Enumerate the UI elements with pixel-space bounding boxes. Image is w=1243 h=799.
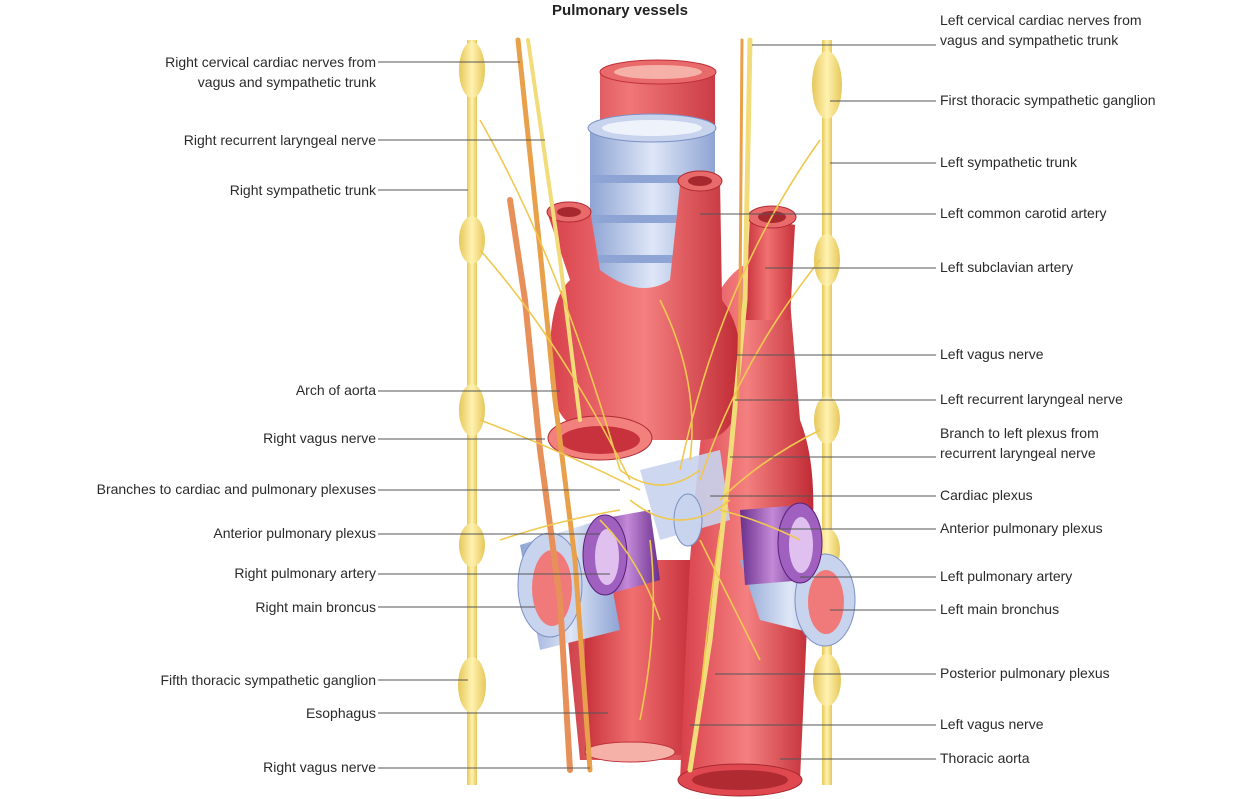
label-right-vagus-nerve-lower: Right vagus nerve [263,757,376,777]
label-line: Left pulmonary artery [940,566,1072,586]
label-line: Thoracic aorta [940,748,1029,768]
label-line: Arch of aorta [296,380,376,400]
label-line: Right main broncus [255,597,376,617]
label-line: Left common carotid artery [940,203,1107,223]
label-line: Left cervical cardiac nerves from [940,10,1142,30]
label-line: Right sympathetic trunk [230,180,376,200]
label-line: Branches to cardiac and pulmonary plexus… [97,479,376,499]
label-left-vagus-nerve-upper: Left vagus nerve [940,344,1044,364]
label-cardiac-plexus: Cardiac plexus [940,485,1033,505]
label-anterior-pulmonary-plexus-right: Anterior pulmonary plexus [213,523,376,543]
label-line: Anterior pulmonary plexus [940,518,1103,538]
label-line: Right recurrent laryngeal nerve [184,130,376,150]
label-thoracic-aorta: Thoracic aorta [940,748,1029,768]
label-line: vagus and sympathetic trunk [165,72,376,92]
label-line: vagus and sympathetic trunk [940,30,1142,50]
label-left-vagus-nerve-lower: Left vagus nerve [940,714,1044,734]
label-right-pulmonary-artery: Right pulmonary artery [234,563,376,583]
label-left-common-carotid-artery: Left common carotid artery [940,203,1107,223]
label-right-sympathetic-trunk: Right sympathetic trunk [230,180,376,200]
label-right-main-broncus: Right main broncus [255,597,376,617]
label-line: Right vagus nerve [263,757,376,777]
label-line: recurrent laryngeal nerve [940,443,1099,463]
label-fifth-thoracic-sympathetic-ganglion: Fifth thoracic sympathetic ganglion [160,670,376,690]
label-line: Posterior pulmonary plexus [940,663,1110,683]
label-line: Left recurrent laryngeal nerve [940,389,1123,409]
label-line: Fifth thoracic sympathetic ganglion [160,670,376,690]
label-line: Right pulmonary artery [234,563,376,583]
label-right-recurrent-laryngeal-nerve: Right recurrent laryngeal nerve [184,130,376,150]
label-left-main-bronchus: Left main bronchus [940,599,1059,619]
label-arch-of-aorta: Arch of aorta [296,380,376,400]
label-left-subclavian-artery: Left subclavian artery [940,257,1073,277]
label-line: Left subclavian artery [940,257,1073,277]
label-line: Cardiac plexus [940,485,1033,505]
label-first-thoracic-sympathetic-ganglion: First thoracic sympathetic ganglion [940,90,1156,110]
label-line: Left sympathetic trunk [940,152,1077,172]
label-line: Left vagus nerve [940,344,1044,364]
label-posterior-pulmonary-plexus: Posterior pulmonary plexus [940,663,1110,683]
label-right-vagus-nerve-upper: Right vagus nerve [263,428,376,448]
label-line: Left vagus nerve [940,714,1044,734]
label-line: Right cervical cardiac nerves from [165,52,376,72]
label-line: Branch to left plexus from [940,423,1099,443]
label-line: Left main bronchus [940,599,1059,619]
label-branches-to-cardiac-pulmonary-plexuses: Branches to cardiac and pulmonary plexus… [97,479,376,499]
label-line: Anterior pulmonary plexus [213,523,376,543]
label-line: Esophagus [306,703,376,723]
label-left-pulmonary-artery: Left pulmonary artery [940,566,1072,586]
label-left-sympathetic-trunk: Left sympathetic trunk [940,152,1077,172]
label-line: Right vagus nerve [263,428,376,448]
label-esophagus: Esophagus [306,703,376,723]
label-line: First thoracic sympathetic ganglion [940,90,1156,110]
label-anterior-pulmonary-plexus-left: Anterior pulmonary plexus [940,518,1103,538]
label-left-recurrent-laryngeal-nerve: Left recurrent laryngeal nerve [940,389,1123,409]
